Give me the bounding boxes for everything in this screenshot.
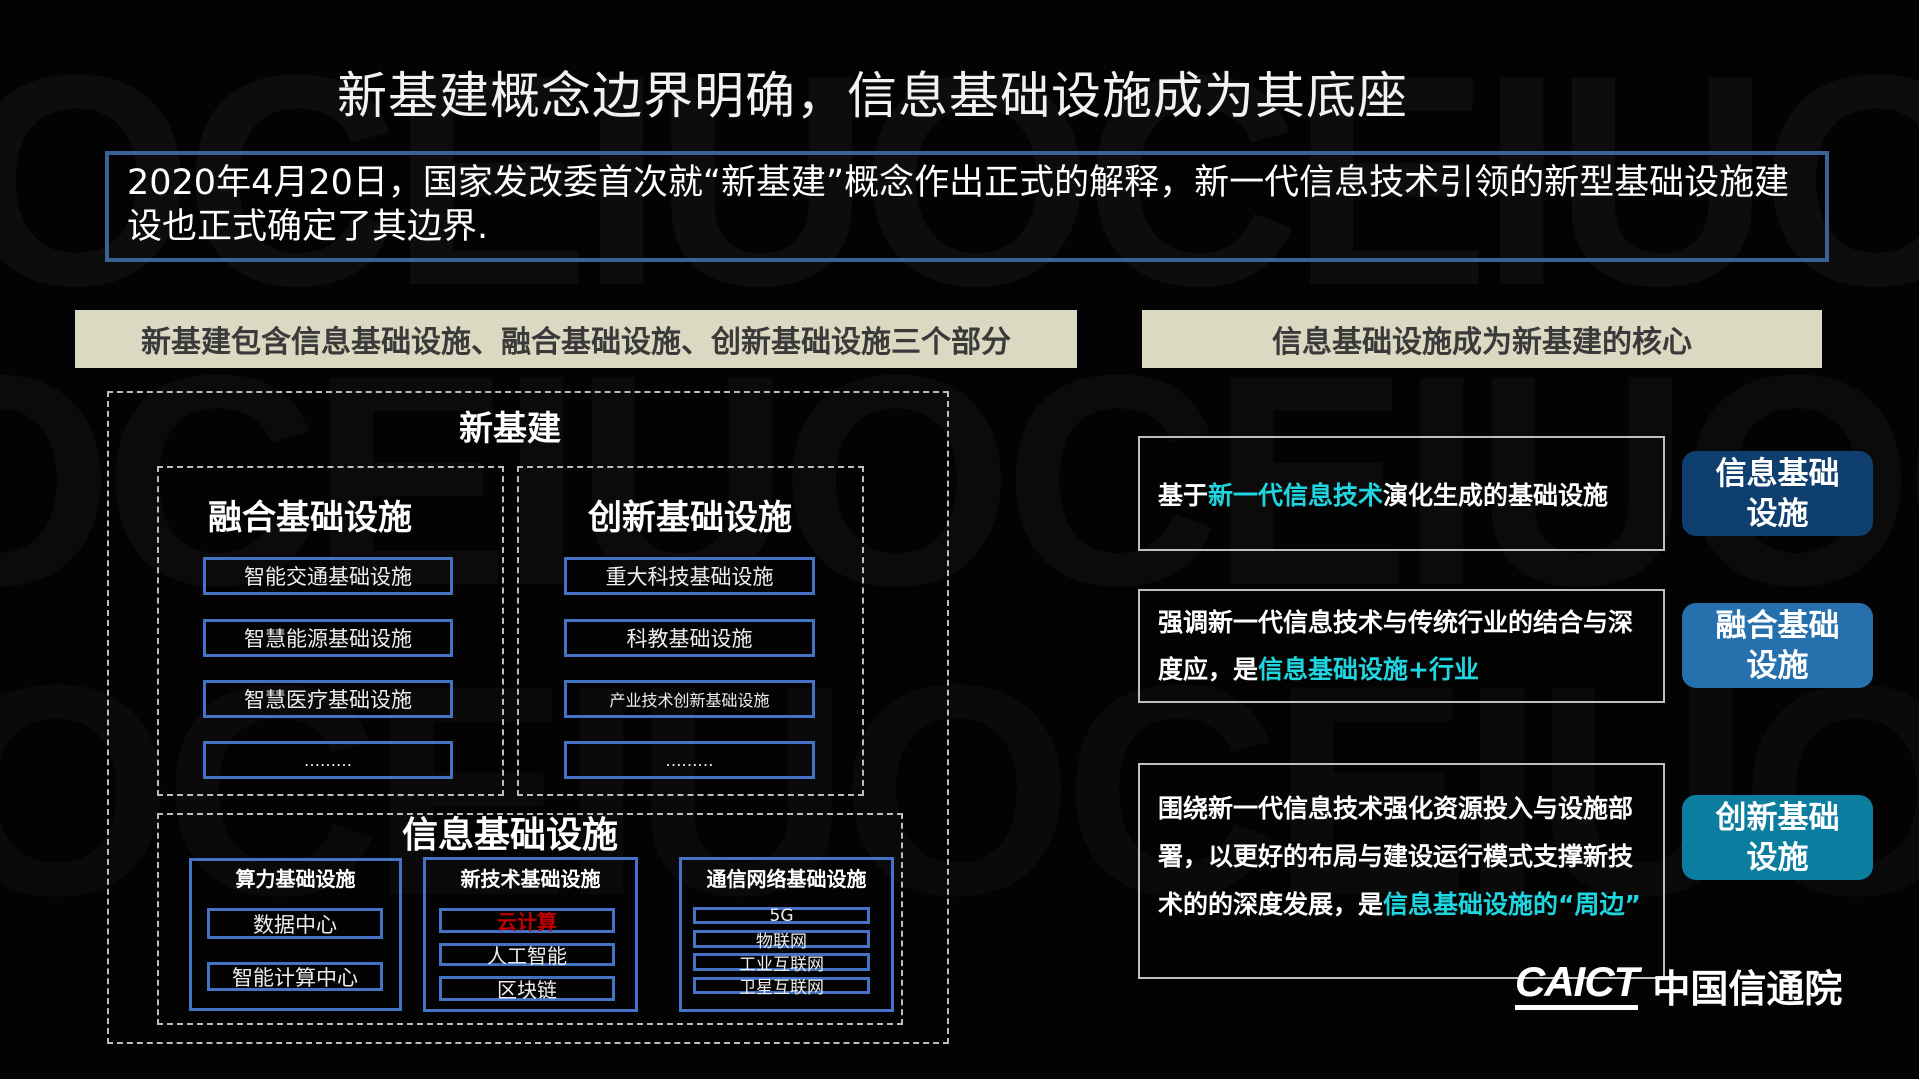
network-infrastructure-box — [679, 857, 894, 1012]
fusion-item: ……… — [203, 741, 453, 779]
network-title: 通信网络基础设施 — [706, 867, 867, 891]
core-card-information: 基于新一代信息技术演化生成的基础设施 — [1138, 436, 1665, 551]
computing-infrastructure-box — [189, 858, 402, 1011]
logo-cn: 中国信通院 — [1652, 966, 1843, 1011]
fusion-item: 智慧医疗基础设施 — [203, 680, 453, 718]
pill-information-infrastructure: 信息基础设施 — [1682, 451, 1873, 536]
left-banner-text: 新基建包含信息基础设施、融合基础设施、创新基础设施三个部分 — [141, 325, 1011, 360]
right-banner-text: 信息基础设施成为新基建的核心 — [1272, 325, 1692, 360]
network-item: 工业互联网 — [693, 953, 870, 975]
card-text: 强调新一代信息技术与传统行业的结合与深度应，是信息基础设施+行业 — [1158, 608, 1634, 684]
information-infrastructure-group — [157, 813, 903, 1025]
core-card-fusion: 强调新一代信息技术与传统行业的结合与深度应，是信息基础设施+行业 — [1138, 589, 1665, 703]
intro-box: 2020年4月20日，国家发改委首次就“新基建”概念作出正式的解释，新一代信息技… — [105, 151, 1829, 262]
new-infrastructure-diagram — [107, 391, 949, 1044]
network-item: 物联网 — [693, 930, 870, 952]
pill-innovation-infrastructure: 创新基础设施 — [1682, 795, 1873, 880]
computing-title: 算力基础设施 — [235, 867, 356, 891]
intro-text: 2020年4月20日，国家发改委首次就“新基建”概念作出正式的解释，新一代信息技… — [127, 163, 1790, 247]
innovation-title: 创新基础设施 — [588, 498, 792, 538]
left-banner: 新基建包含信息基础设施、融合基础设施、创新基础设施三个部分 — [75, 310, 1077, 368]
information-title: 信息基础设施 — [401, 815, 618, 856]
fusion-title: 融合基础设施 — [208, 498, 412, 538]
diagram-root-title: 新基建 — [459, 409, 561, 449]
computing-item: 数据中心 — [207, 908, 383, 939]
card-text: 围绕新一代信息技术强化资源投入与设施部署，以更好的布局与建设运行模式支撑新技术的… — [1158, 794, 1641, 919]
core-card-innovation: 围绕新一代信息技术强化资源投入与设施部署，以更好的布局与建设运行模式支撑新技术的… — [1138, 763, 1665, 979]
network-item: 卫星互联网 — [693, 977, 870, 998]
pill-fusion-infrastructure: 融合基础设施 — [1682, 603, 1873, 688]
new-tech-item: 区块链 — [439, 976, 615, 1002]
new-tech-item: 人工智能 — [439, 943, 615, 968]
innovation-item: 重大科技基础设施 — [564, 557, 815, 595]
innovation-infrastructure-group — [517, 466, 864, 796]
logo-en: CAICT — [1515, 960, 1639, 1010]
fusion-infrastructure-group — [157, 466, 504, 796]
innovation-item: ……… — [564, 741, 815, 779]
new-tech-item-cloud: 云计算 — [439, 908, 615, 934]
new-tech-infrastructure-box — [423, 857, 638, 1012]
fusion-item: 智慧能源基础设施 — [203, 619, 453, 657]
card-text: 基于新一代信息技术演化生成的基础设施 — [1158, 480, 1609, 510]
network-item: 5G — [693, 906, 870, 926]
right-banner: 信息基础设施成为新基建的核心 — [1142, 310, 1822, 368]
innovation-item: 科教基础设施 — [564, 619, 815, 657]
innovation-item: 产业技术创新基础设施 — [564, 680, 815, 718]
slide-title: 新基建概念边界明确，信息基础设施成为其底座 — [337, 67, 1408, 125]
new-tech-title: 新技术基础设施 — [460, 867, 601, 891]
fusion-item: 智能交通基础设施 — [203, 557, 453, 595]
computing-item: 智能计算中心 — [207, 962, 383, 991]
caict-logo: CAICT 中国信通院 — [1515, 960, 1843, 1011]
